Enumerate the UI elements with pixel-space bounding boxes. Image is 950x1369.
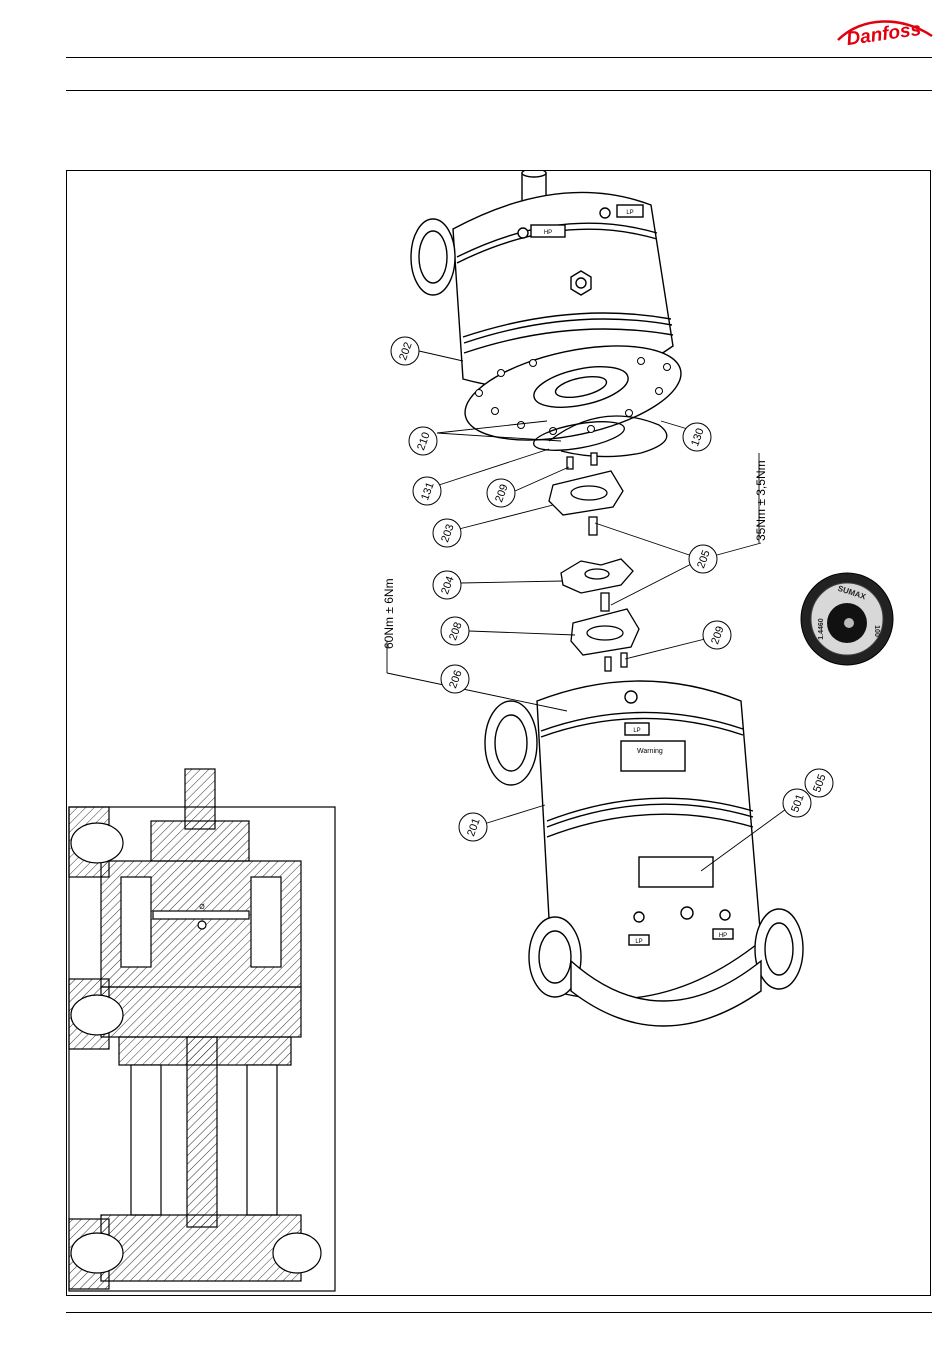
lower-housing-201 — [485, 681, 803, 1026]
torque-60nm: 60Nm ± 6Nm — [382, 578, 396, 649]
nut-photo: SUMAX 1.4460 100 — [801, 573, 893, 665]
section-center-mark: Ø — [199, 904, 205, 911]
plate-hp-top: HP — [544, 230, 552, 236]
plate-hp-bot: HP — [719, 933, 727, 939]
plate-warning: Warning — [637, 748, 663, 755]
vane-plate-204 — [561, 559, 633, 593]
nut-code: 1.4460 — [818, 618, 825, 640]
valve-plate-208 — [571, 593, 639, 671]
nut-size: 100 — [873, 625, 880, 637]
danfoss-logo: Danfoss — [832, 10, 936, 50]
valve-plate-203 — [549, 453, 623, 535]
drawing-frame: HP LP — [66, 170, 931, 1296]
torque-35nm: 35Nm ± 3,5Nm — [754, 460, 768, 541]
plate-lp-mid: LP — [633, 728, 640, 734]
logo-text: Danfoss — [845, 19, 922, 50]
plate-lp-bot: LP — [635, 939, 642, 945]
upper-housing-202 — [411, 171, 689, 457]
cross-section-view — [69, 769, 335, 1291]
footer-rule — [66, 1312, 932, 1313]
header-rule-bottom — [66, 90, 932, 91]
plate-lp-top: LP — [626, 210, 633, 216]
header-rule-top — [66, 57, 932, 58]
exploded-view-drawing: HP LP — [67, 171, 930, 1295]
